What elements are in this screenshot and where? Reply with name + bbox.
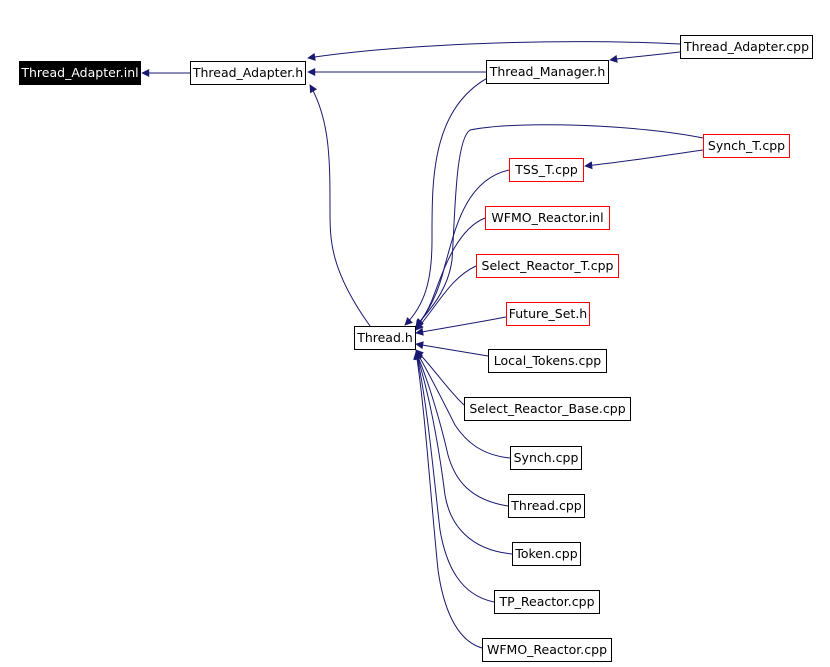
edge-future-set-h-to-thread-h (415, 316, 507, 336)
node-select-reactor-t-cpp[interactable]: Select_Reactor_T.cpp (476, 254, 619, 278)
edge-synch-cpp-to-thread-h (415, 350, 511, 459)
edge-thread-cpp-to-thread-h (415, 351, 509, 507)
node-synch-t-cpp[interactable]: Synch_T.cpp (703, 134, 790, 158)
edge-token-cpp-to-thread-h (414, 351, 513, 555)
node-local-tokens-cpp[interactable]: Local_Tokens.cpp (488, 349, 607, 373)
edge-thread-adapter-cpp-to-thread-adapter-h (307, 41, 681, 61)
node-wfmo-reactor-cpp[interactable]: WFMO_Reactor.cpp (482, 638, 612, 662)
edge-wfmo-reactor-inl-to-thread-h (415, 217, 486, 329)
node-token-cpp[interactable]: Token.cpp (512, 542, 581, 566)
edge-tp-reactor-cpp-to-thread-h (413, 351, 495, 603)
node-synch-cpp[interactable]: Synch.cpp (510, 446, 582, 470)
node-tss-t-cpp[interactable]: TSS_T.cpp (509, 158, 584, 182)
edge-thread-h-to-thread-adapter-h (309, 84, 371, 327)
edge-tss-t-cpp-to-thread-h (415, 169, 510, 328)
edge-thread-adapter-cpp-to-thread-manager-h (609, 51, 681, 63)
edge-synch-t-cpp-to-thread-h (415, 124, 704, 327)
node-thread-manager-h[interactable]: Thread_Manager.h (486, 60, 609, 84)
node-thread-h[interactable]: Thread.h (354, 326, 416, 350)
node-select-reactor-base-cpp[interactable]: Select_Reactor_Base.cpp (464, 397, 631, 421)
node-wfmo-reactor-inl[interactable]: WFMO_Reactor.inl (485, 206, 610, 230)
edge-select-reactor-t-cpp-to-thread-h (415, 265, 477, 331)
node-thread-cpp[interactable]: Thread.cpp (508, 494, 585, 518)
edge-wfmo-reactor-cpp-to-thread-h (413, 351, 483, 649)
node-thread-adapter-inl: Thread_Adapter.inl (19, 61, 141, 85)
edge-thread-manager-h-to-thread-h (404, 71, 501, 326)
node-tp-reactor-cpp[interactable]: TP_Reactor.cpp (494, 590, 600, 614)
node-thread-adapter-cpp[interactable]: Thread_Adapter.cpp (680, 35, 813, 59)
edge-synch-t-cpp-to-tss-t-cpp (584, 149, 704, 170)
node-future-set-h[interactable]: Future_Set.h (506, 302, 590, 326)
edge-local-tokens-cpp-to-thread-h (415, 341, 489, 357)
node-thread-adapter-h[interactable]: Thread_Adapter.h (190, 61, 306, 85)
